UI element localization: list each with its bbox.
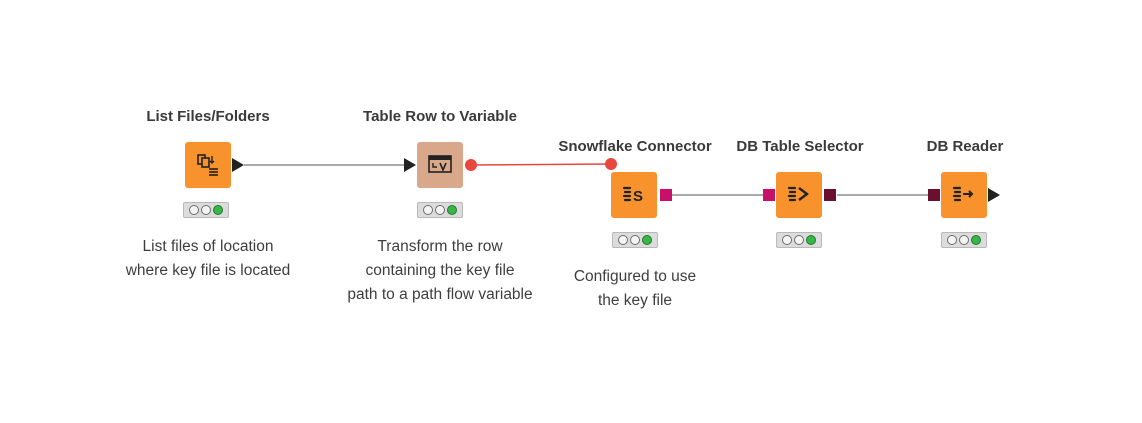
node-status-traffic-light: [941, 232, 987, 248]
status-light: [642, 235, 652, 245]
node-status-traffic-light: [183, 202, 229, 218]
snowflake-connector-node-box[interactable]: S: [611, 172, 657, 218]
node-status-traffic-light: [417, 202, 463, 218]
status-light: [794, 235, 804, 245]
status-light: [435, 205, 445, 215]
node-title: List Files/Folders: [146, 108, 270, 125]
status-light: [189, 205, 199, 215]
db-data-input-port[interactable]: [928, 189, 940, 201]
table-row-to-variable-icon: [428, 155, 452, 173]
status-light: [971, 235, 981, 245]
db-data-output-port[interactable]: [824, 189, 836, 201]
status-light: [947, 235, 957, 245]
status-light: [213, 205, 223, 215]
db-table-selector-node-box[interactable]: [776, 172, 822, 218]
snowflake-connector-icon: S: [622, 186, 643, 205]
flow-variable-output-port[interactable]: [465, 159, 477, 171]
node-title: DB Reader: [926, 138, 1004, 155]
status-light: [423, 205, 433, 215]
status-light: [806, 235, 816, 245]
table-row-to-variable-node-box[interactable]: [417, 142, 463, 188]
node-title: Table Row to Variable: [363, 108, 517, 125]
db-connection-input-port[interactable]: [763, 189, 775, 201]
list-files-icon: [197, 154, 218, 176]
status-light: [782, 235, 792, 245]
status-light: [447, 205, 457, 215]
svg-text:S: S: [633, 188, 643, 205]
output-table-port[interactable]: [988, 188, 1000, 202]
input-table-port[interactable]: [404, 158, 416, 172]
node-annotation: Transform the row containing the key fil…: [347, 238, 533, 303]
node-annotation: Configured to use the key file: [573, 268, 697, 309]
status-light: [630, 235, 640, 245]
db-table-selector-icon: [787, 186, 809, 202]
output-table-port[interactable]: [232, 158, 244, 172]
node-title: DB Table Selector: [736, 138, 864, 155]
node-status-traffic-light: [612, 232, 658, 248]
node-status-traffic-light: [776, 232, 822, 248]
db-reader-node-box[interactable]: [941, 172, 987, 218]
db-connection-output-port[interactable]: [660, 189, 672, 201]
status-light: [618, 235, 628, 245]
db-reader-icon: [952, 186, 974, 202]
node-title: Snowflake Connector: [558, 138, 712, 155]
flow-variable-input-port[interactable]: [605, 158, 617, 170]
status-light: [959, 235, 969, 245]
connection-flow-variable[interactable]: [470, 163, 612, 166]
list-files-node-box[interactable]: [185, 142, 231, 188]
node-annotation: List files of location where key file is…: [125, 238, 291, 279]
status-light: [201, 205, 211, 215]
